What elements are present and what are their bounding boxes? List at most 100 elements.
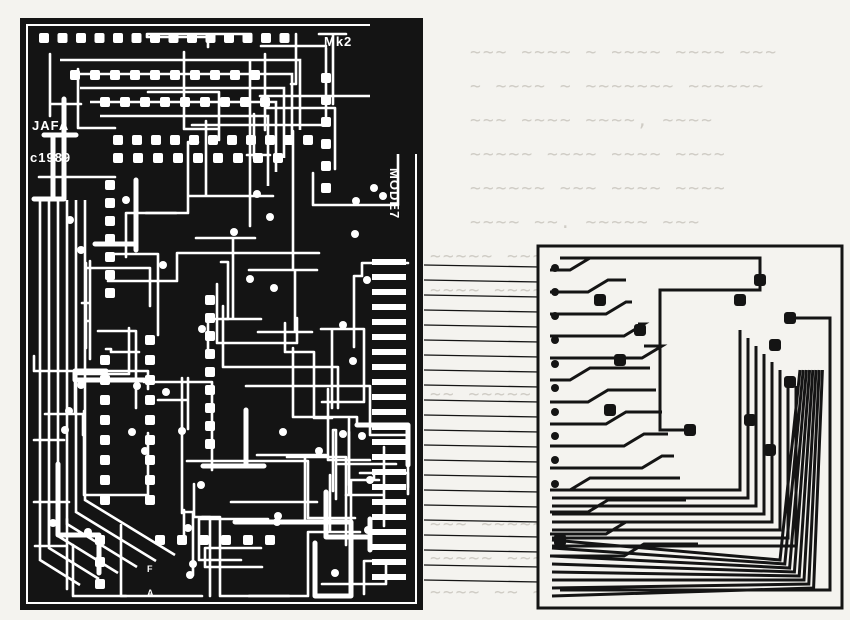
main-pad	[95, 535, 105, 545]
secondary-edge-pad	[551, 288, 559, 296]
secondary-edge-pad	[551, 312, 559, 320]
edge-connector-tab	[372, 559, 406, 565]
secondary-trace	[550, 410, 662, 426]
secondary-edge-pad	[551, 480, 559, 488]
main-bus-trace	[70, 72, 294, 144]
main-pad	[130, 70, 140, 80]
main-pad	[233, 153, 243, 163]
secondary-pad	[594, 294, 606, 306]
ribbon-line	[423, 534, 541, 538]
ribbon-line	[423, 519, 541, 523]
ribbon-line	[423, 489, 541, 493]
main-pad	[105, 270, 115, 280]
main-pad	[145, 495, 155, 505]
secondary-pad	[634, 324, 646, 336]
secondary-edge-pad	[551, 456, 559, 464]
main-trace	[187, 119, 275, 198]
main-pad	[189, 135, 199, 145]
main-pad	[261, 33, 271, 43]
main-pad	[95, 579, 105, 589]
main-pcb-border	[26, 24, 417, 604]
secondary-trace	[551, 369, 821, 590]
secondary-trace	[552, 346, 758, 508]
secondary-trace	[550, 344, 668, 360]
main-pad	[153, 153, 163, 163]
main-via-pad	[315, 447, 323, 455]
pad-a-label: A	[147, 588, 154, 598]
main-pad	[177, 535, 187, 545]
mode-label: MODE7	[387, 168, 402, 219]
main-trace	[244, 384, 410, 489]
secondary-trace	[551, 369, 815, 578]
main-pad	[105, 180, 115, 190]
main-via-pad	[159, 261, 167, 269]
main-pad	[173, 153, 183, 163]
ribbon-line	[423, 294, 541, 298]
main-via-pad	[279, 428, 287, 436]
main-pad	[205, 367, 215, 377]
main-pad	[76, 33, 86, 43]
main-via-pad	[246, 275, 254, 283]
main-pad	[321, 95, 331, 105]
main-via-pad	[189, 560, 197, 568]
secondary-pad	[734, 294, 746, 306]
edge-connector-tab	[372, 379, 406, 385]
main-via-pad	[198, 325, 206, 333]
main-bus-trace	[38, 200, 81, 587]
edge-connector-tab	[372, 544, 406, 550]
main-via-pad	[77, 381, 85, 389]
main-pad	[284, 135, 294, 145]
secondary-pad	[754, 274, 766, 286]
ribbon-line	[423, 414, 541, 418]
main-pad	[100, 97, 110, 107]
main-pad	[199, 535, 209, 545]
main-pad	[145, 395, 155, 405]
secondary-trace	[552, 369, 818, 582]
main-via-pad	[253, 190, 261, 198]
main-bus-trace	[74, 200, 157, 563]
svg-text:~~~ ~~~~ ~ ~~~~ ~~~~ ~~~: ~~~ ~~~~ ~ ~~~~ ~~~~ ~~~	[470, 42, 778, 63]
main-trace	[106, 251, 321, 283]
edge-connector-tab	[372, 484, 406, 490]
main-trace	[221, 304, 340, 410]
main-pad	[145, 335, 155, 345]
secondary-pcb	[536, 244, 844, 610]
ribbon-line	[423, 444, 541, 448]
main-pad	[170, 135, 180, 145]
main-trace	[104, 347, 141, 354]
ribbon-line	[423, 309, 541, 313]
main-trace	[323, 489, 373, 553]
main-pad	[170, 70, 180, 80]
main-pad	[120, 97, 130, 107]
main-via-pad	[339, 321, 347, 329]
secondary-trace	[551, 369, 812, 574]
main-trace	[349, 470, 381, 591]
secondary-edge-pad	[551, 384, 559, 392]
main-via-pad	[266, 213, 274, 221]
main-bus-trace	[47, 200, 100, 581]
main-pad	[243, 535, 253, 545]
main-pad	[224, 33, 234, 43]
main-pad	[220, 97, 230, 107]
main-via-pad	[162, 388, 170, 396]
edge-connector-tab	[372, 364, 406, 370]
main-via-pad	[197, 481, 205, 489]
secondary-pad	[764, 444, 776, 456]
main-trace	[331, 428, 338, 501]
secondary-trace	[552, 338, 750, 500]
secondary-trace	[560, 316, 832, 592]
main-trace	[92, 177, 139, 253]
secondary-pad	[784, 312, 796, 324]
main-bus-trace	[90, 100, 278, 172]
main-via-pad	[370, 184, 378, 192]
secondary-edge-pad	[551, 360, 559, 368]
main-via-pad	[358, 432, 366, 440]
main-pad	[210, 70, 220, 80]
maker-label: JAFA	[32, 118, 69, 133]
main-pcb-right-tabs	[372, 259, 406, 580]
main-via-pad	[61, 426, 69, 434]
main-pad	[100, 415, 110, 425]
main-trace	[194, 236, 263, 321]
secondary-pad	[784, 376, 796, 388]
